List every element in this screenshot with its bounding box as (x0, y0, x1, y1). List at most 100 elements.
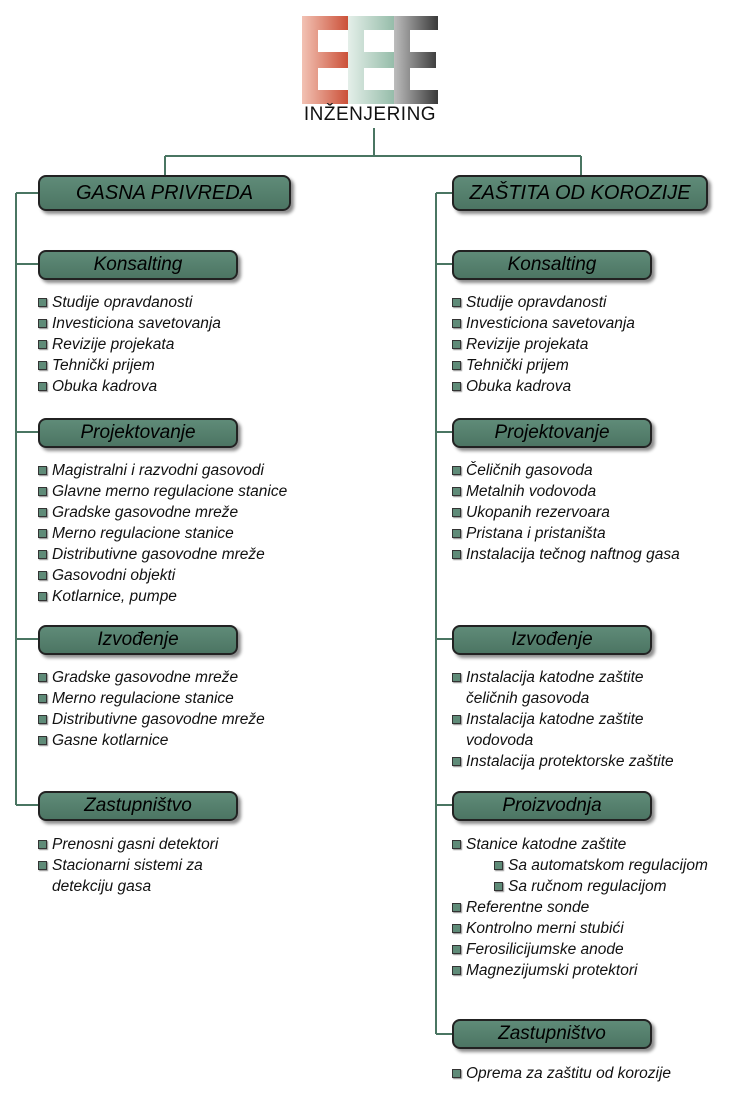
column-title-zastita-od-korozije: ZAŠTITA OD KOROZIJE (452, 175, 708, 211)
square-bullet-icon (452, 319, 461, 328)
list-item: Pristana i pristaništa (452, 523, 680, 544)
section-list-konsalting: Studije opravdanosti Investiciona saveto… (452, 292, 635, 397)
item-label: Revizije projekata (52, 336, 175, 353)
square-bullet-icon (38, 571, 47, 580)
list-item: Ukopanih rezervoara (452, 502, 680, 523)
list-item: Ferosilicijumske anode (452, 939, 708, 960)
item-label: Gasne kotlarnice (52, 732, 169, 749)
item-label: Studije opravdanosti (466, 294, 607, 311)
column-title-gasna-privreda: GASNA PRIVREDA (38, 175, 291, 211)
list-item: Kontrolno merni stubići (452, 918, 708, 939)
section-list-projektovanje: Čeličnih gasovoda Metalnih vodovoda Ukop… (452, 460, 680, 565)
list-item: Obuka kadrova (452, 376, 635, 397)
section-list-konsalting: Studije opravdanosti Investiciona saveto… (38, 292, 221, 397)
item-label: Sa ručnom regulacijom (508, 878, 667, 895)
company-logo: INŽENJERING (300, 16, 440, 128)
item-label: Obuka kadrova (52, 378, 158, 395)
square-bullet-icon (452, 903, 461, 912)
item-label: Kontrolno merni stubići (466, 920, 624, 937)
item-label: Obuka kadrova (466, 378, 572, 395)
square-bullet-icon (38, 466, 47, 475)
item-label: Stanice katodne zaštite (466, 836, 627, 853)
item-label: Gradske gasovodne mreže (52, 504, 239, 521)
square-bullet-icon (452, 945, 461, 954)
item-label: Gasovodni objekti (52, 567, 176, 584)
list-item: Instalacija protektorske zaštite (452, 751, 686, 772)
square-bullet-icon (452, 361, 461, 370)
list-item: Revizije projekata (452, 334, 635, 355)
square-bullet-icon (452, 840, 461, 849)
square-bullet-icon (452, 1069, 461, 1078)
item-label: Kotlarnice, pumpe (52, 588, 177, 605)
item-label: Magistralni i razvodni gasovodi (52, 462, 264, 479)
section-title-izvodjenje: Izvođenje (452, 625, 652, 655)
square-bullet-icon (452, 550, 461, 559)
item-label: Distributivne gasovodne mreže (52, 546, 265, 563)
item-label: Distributivne gasovodne mreže (52, 711, 265, 728)
section-list-izvodjenje: Instalacija katodne zaštite čeličnih gas… (452, 667, 686, 772)
list-item: Tehnički prijem (38, 355, 221, 376)
logo-letter-e-dark (394, 16, 438, 104)
item-label: Pristana i pristaništa (466, 525, 606, 542)
list-item: Merno regulacione stanice (38, 523, 287, 544)
section-title-projektovanje: Projektovanje (452, 418, 652, 448)
section-list-izvodjenje: Gradske gasovodne mreže Merno regulacion… (38, 667, 265, 751)
list-item: Stacionarni sistemi za detekciju gasa (38, 855, 252, 897)
list-item: Metalnih vodovoda (452, 481, 680, 502)
square-bullet-icon (452, 508, 461, 517)
item-label: Instalacija protektorske zaštite (466, 753, 674, 770)
list-item: Gradske gasovodne mreže (38, 667, 265, 688)
list-item: Magistralni i razvodni gasovodi (38, 460, 287, 481)
item-label: Prenosni gasni detektori (52, 836, 219, 853)
item-label: Oprema za zaštitu od korozije (466, 1065, 672, 1082)
square-bullet-icon (38, 840, 47, 849)
list-item: Studije opravdanosti (452, 292, 635, 313)
logo-letter-e-green (348, 16, 398, 104)
square-bullet-icon (452, 466, 461, 475)
square-bullet-icon (452, 673, 461, 682)
list-item: Investiciona savetovanja (38, 313, 221, 334)
square-bullet-icon (38, 319, 47, 328)
list-item: Instalacija tečnog naftnog gasa (452, 544, 680, 565)
square-bullet-icon (494, 861, 503, 870)
square-bullet-icon (38, 715, 47, 724)
list-item: Obuka kadrova (38, 376, 221, 397)
item-label: Magnezijumski protektori (466, 962, 638, 979)
square-bullet-icon (452, 298, 461, 307)
item-label: Gradske gasovodne mreže (52, 669, 239, 686)
square-bullet-icon (38, 361, 47, 370)
item-label: Merno regulacione stanice (52, 690, 234, 707)
list-item: Kotlarnice, pumpe (38, 586, 287, 607)
square-bullet-icon (38, 861, 47, 870)
square-bullet-icon (452, 715, 461, 724)
item-label: Merno regulacione stanice (52, 525, 234, 542)
section-title-proizvodnja: Proizvodnja (452, 791, 652, 821)
logo-emblem-icon (302, 16, 438, 104)
list-item: Tehnički prijem (452, 355, 635, 376)
list-item: Gradske gasovodne mreže (38, 502, 287, 523)
section-title-zastupnistvo: Zastupništvo (38, 791, 238, 821)
list-item: Gasovodni objekti (38, 565, 287, 586)
list-item: Gasne kotlarnice (38, 730, 265, 751)
item-label: Metalnih vodovoda (466, 483, 597, 500)
list-item: Studije opravdanosti (38, 292, 221, 313)
item-label: Revizije projekata (466, 336, 589, 353)
square-bullet-icon (38, 298, 47, 307)
list-item: Glavne merno regulacione stanice (38, 481, 287, 502)
item-label: Čeličnih gasovoda (466, 462, 593, 479)
square-bullet-icon (38, 673, 47, 682)
square-bullet-icon (494, 882, 503, 891)
section-list-projektovanje: Magistralni i razvodni gasovodi Glavne m… (38, 460, 287, 607)
logo-letter-e-red (302, 16, 352, 104)
item-label: Ukopanih rezervoara (466, 504, 610, 521)
square-bullet-icon (38, 382, 47, 391)
sub-list-item: Sa ručnom regulacijom (452, 876, 708, 897)
square-bullet-icon (452, 757, 461, 766)
list-item: Instalacija katodne zaštite vodovoda (452, 709, 686, 751)
square-bullet-icon (38, 340, 47, 349)
list-item: Prenosni gasni detektori (38, 834, 252, 855)
square-bullet-icon (452, 529, 461, 538)
section-list-zastupnistvo: Oprema za zaštitu od korozije (452, 1063, 671, 1084)
square-bullet-icon (38, 736, 47, 745)
